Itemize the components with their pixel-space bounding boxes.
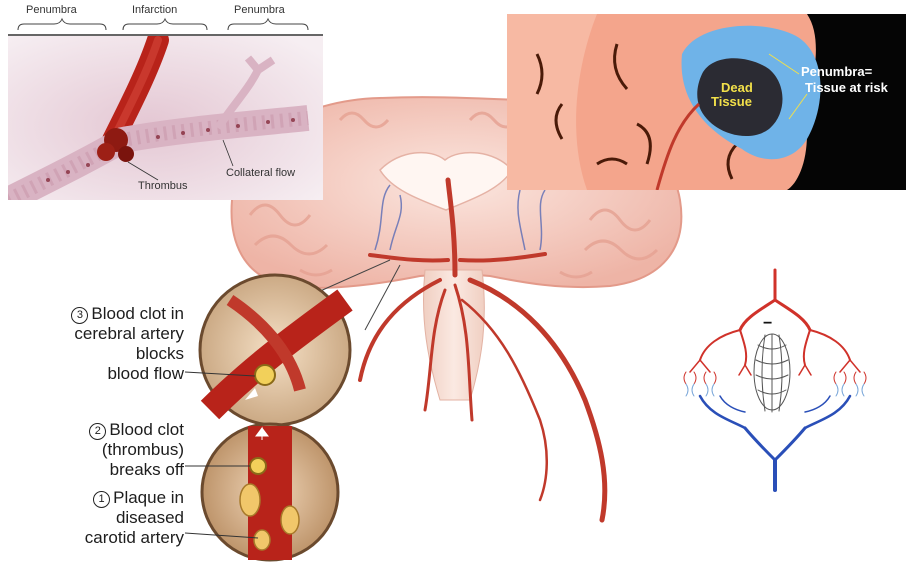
- blockage-marker: −: [763, 315, 772, 332]
